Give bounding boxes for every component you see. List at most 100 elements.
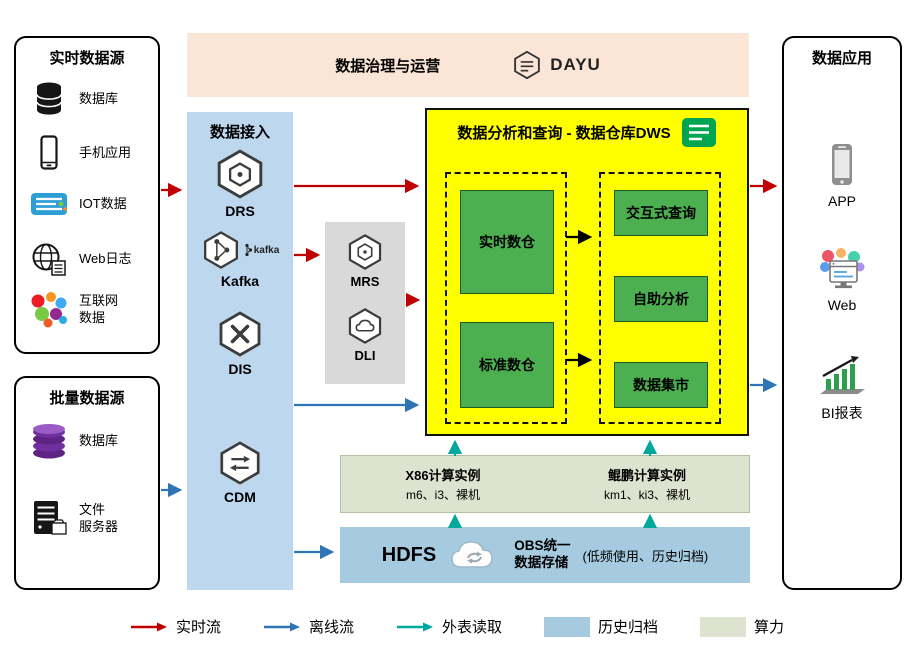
data-applications-panel: 数据应用 APP Web BI报表 — [782, 36, 902, 590]
obs-text: OBS统一 数据存储 — [514, 538, 570, 572]
database-icon — [26, 80, 72, 118]
legend-item-external-read: 外表读取 — [396, 616, 502, 637]
node-data-mart: 数据集市 — [614, 362, 708, 408]
service-group: 交互式查询 自助分析 数据集市 — [599, 172, 721, 424]
access-label: CDM — [224, 489, 256, 505]
governance-title: 数据治理与运营 — [335, 57, 441, 75]
obs-line1: OBS统一 — [514, 538, 571, 554]
dws-analysis-box: 数据分析和查询 - 数据仓库DWS 实时数仓 标准数仓 交互式查询 自助分析 数… — [425, 108, 749, 436]
legend-label: 实时流 — [175, 619, 221, 636]
dws-icon — [681, 118, 716, 147]
middleware-label: DLI — [354, 348, 376, 363]
obs-line2: 数据存储 — [514, 555, 569, 570]
source-label: IOT数据 — [79, 195, 127, 211]
source-item: 手机应用 — [26, 134, 154, 172]
realtime-sources-title: 实时数据源 — [49, 50, 125, 67]
application-item: BI报表 — [784, 354, 900, 423]
dws-header: 数据分析和查询 - 数据仓库DWS — [427, 110, 747, 148]
source-item: 数据库 — [26, 420, 154, 462]
application-label: APP — [827, 193, 856, 209]
access-label: DIS — [228, 361, 252, 377]
source-label: 互联网 数据 — [79, 293, 119, 325]
cdm-hexagon-icon — [217, 440, 263, 486]
database-purple-icon — [26, 420, 72, 462]
internet-data-icon — [26, 290, 72, 330]
source-item: 互联网 数据 — [26, 290, 154, 330]
kunpeng-models: km1、ki3、裸机 — [603, 488, 690, 502]
external-read-legend-icon — [396, 622, 433, 631]
dws-title: 数据分析和查询 - 数据仓库DWS — [457, 125, 671, 142]
realtime-sources-panel: 实时数据源 数据库 手机应用 IOT数据 Web日志 — [14, 36, 160, 354]
legend: 实时流 离线流 外表读取 历史归档 算力 — [0, 616, 914, 637]
bi-report-icon — [818, 354, 866, 398]
kafka-badge: kafka — [244, 243, 280, 257]
obs-note: (低频使用、历史归档) — [582, 548, 709, 564]
application-label: BI报表 — [821, 405, 863, 421]
access-item: DIS — [187, 310, 293, 377]
source-label: 数据库 — [79, 432, 119, 448]
data-applications-title: 数据应用 — [811, 50, 872, 67]
middleware-item: MRS — [325, 233, 405, 289]
governance-banner: 数据治理与运营 DAYU — [187, 33, 749, 97]
dli-hexagon-icon — [346, 307, 384, 345]
legend-label: 外表读取 — [441, 619, 502, 636]
web-app-icon — [817, 248, 867, 292]
app-phone-icon — [822, 142, 862, 188]
x86-models: m6、i3、裸机 — [405, 488, 480, 502]
legend-item-history-archive: 历史归档 — [544, 616, 658, 637]
history-archive-swatch — [544, 616, 590, 637]
legend-label: 历史归档 — [598, 619, 659, 636]
middleware-item: DLI — [325, 307, 405, 363]
middleware-box: MRS DLI — [325, 222, 405, 384]
source-item: IOT数据 — [26, 186, 154, 222]
legend-item-realtime: 实时流 — [130, 616, 221, 637]
batch-sources-title: 批量数据源 — [49, 390, 125, 407]
middleware-label: MRS — [350, 274, 380, 289]
source-label: Web日志 — [79, 250, 132, 266]
source-item: 文件 服务器 — [26, 498, 154, 540]
kafka-icon-row: kafka — [201, 230, 280, 270]
application-label: Web — [827, 297, 857, 313]
dis-hexagon-icon — [216, 310, 264, 358]
node-standard-warehouse: 标准数仓 — [460, 322, 554, 408]
kunpeng-title: 鲲鹏计算实例 — [607, 468, 686, 483]
legend-item-offline: 离线流 — [263, 616, 354, 637]
node-realtime-warehouse: 实时数仓 — [460, 190, 554, 294]
mobile-icon — [26, 134, 72, 172]
kunpeng-compute: 鲲鹏计算实例 km1、ki3、裸机 — [545, 456, 749, 512]
x86-compute: X86计算实例 m6、i3、裸机 — [341, 456, 545, 512]
file-server-icon — [26, 498, 72, 540]
legend-label: 算力 — [754, 619, 785, 636]
kafka-logo-icon — [245, 243, 252, 257]
dayu-text: DAYU — [550, 55, 601, 74]
application-item: Web — [784, 248, 900, 313]
offline-flow-legend-icon — [263, 622, 300, 631]
node-self-service-analysis: 自助分析 — [614, 276, 708, 322]
x86-title: X86计算实例 — [405, 468, 481, 483]
kafka-hexagon-icon — [203, 231, 238, 269]
compute-power-swatch — [700, 616, 747, 637]
application-item: APP — [784, 142, 900, 209]
access-label: Kafka — [220, 273, 260, 289]
obs-cloud-icon — [451, 541, 494, 568]
access-item: DRS — [187, 148, 293, 219]
node-interactive-query: 交互式查询 — [614, 190, 708, 236]
iot-icon — [26, 186, 72, 222]
batch-sources-panel: 批量数据源 数据库 文件 服务器 — [14, 376, 160, 590]
legend-item-compute-power: 算力 — [700, 616, 784, 637]
legend-label: 离线流 — [308, 619, 354, 636]
warehouse-group: 实时数仓 标准数仓 — [445, 172, 567, 424]
dayu-logo: DAYU — [512, 50, 601, 80]
web-globe-icon — [26, 240, 72, 278]
source-item: Web日志 — [26, 240, 154, 278]
source-item: 数据库 — [26, 80, 154, 118]
data-access-title: 数据接入 — [209, 124, 270, 141]
access-item: CDM — [187, 440, 293, 505]
compute-instances-box: X86计算实例 m6、i3、裸机 鲲鹏计算实例 km1、ki3、裸机 — [340, 455, 750, 513]
kafka-badge-text: kafka — [253, 244, 280, 256]
mrs-hexagon-icon — [346, 233, 384, 271]
storage-box: HDFS OBS统一 数据存储 (低频使用、历史归档) — [340, 527, 750, 583]
source-label: 数据库 — [79, 90, 119, 106]
access-label: DRS — [225, 203, 255, 219]
